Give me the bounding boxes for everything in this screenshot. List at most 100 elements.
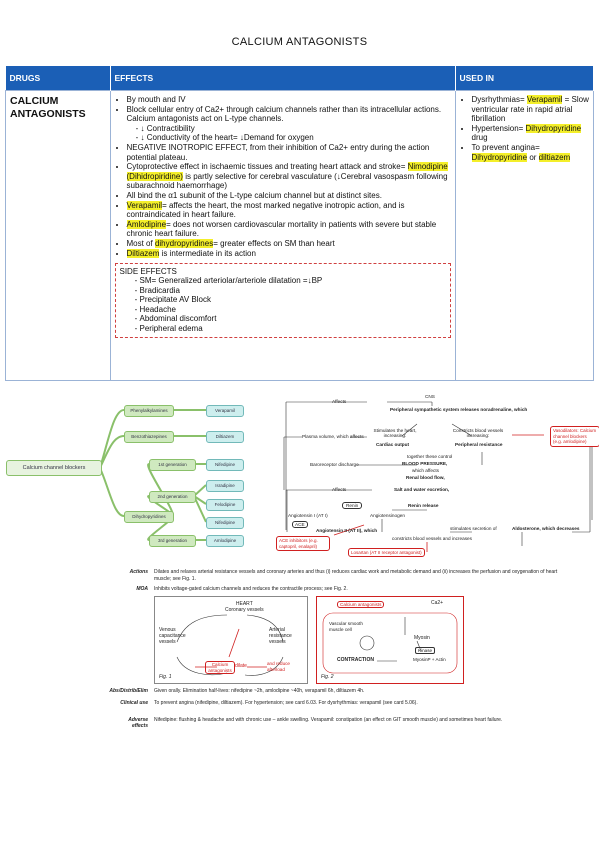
fig1-reduce: and reduce afterload: [267, 661, 290, 672]
fig1-label: Fig. 1: [159, 674, 172, 680]
effect-block: Block cellular entry of Ca2+ through cal…: [127, 105, 451, 143]
effect-amlodipine: Amlodipine= does not worsen cardiovascul…: [126, 219, 451, 239]
raas-bp: BLOOD PRESSURE,: [402, 461, 448, 466]
fig1-calcium-antagonists: Calcium antagonists: [205, 661, 235, 674]
raas-cardiac-output: Cardiac output: [376, 442, 410, 447]
mindmap-drug: Isradipine: [206, 480, 244, 492]
fig1-venous: Venous capacitance vessels: [159, 627, 186, 645]
raas-pss: Peripheral sympathetic system releases n…: [390, 407, 528, 412]
mindmap-generation: 1st generation: [149, 459, 196, 471]
mindmap-class: Phenylalkylamines: [124, 405, 174, 417]
raas-baro: Baroreceptor discharge: [310, 462, 359, 467]
mindmap-drug: Nifedipine: [206, 459, 244, 471]
fig2-vsm: Vascular smooth muscle cell: [329, 621, 363, 632]
effects-cell: By mouth and IV Block cellular entry of …: [109, 90, 456, 381]
mindmap-drug: Verapamil: [206, 405, 244, 417]
highlight-verapamil: Verapamil: [126, 200, 163, 210]
side-effect-item: Peripheral edema: [140, 324, 446, 334]
side-effect-item: SM= Generalized arteriolar/arteriole dil…: [140, 276, 446, 286]
adverse-label: Adverse effects: [128, 717, 148, 729]
use-hypertension: Hypertension= Dihydropyridine drug: [472, 123, 590, 143]
header-drugs: DRUGS: [5, 66, 111, 91]
use-dysrhythmias: Dysrhythmias= Verapamil = Slow ventricul…: [472, 95, 590, 124]
fig2-contraction: CONTRACTION: [337, 657, 374, 663]
raas-renin: Renin: [342, 502, 363, 509]
fig1-arterial: Arterial resistance vessels: [269, 627, 292, 645]
drug-name: CALCIUM ANTAGONISTS: [10, 95, 86, 120]
raas-aldo: Aldosterone, which decreases: [512, 526, 580, 531]
fig2-label: Fig. 2: [321, 674, 334, 680]
raas-renin-release: Renin release: [408, 503, 439, 508]
clinical-text: To prevent angina (nifedipine, diltiazem…: [154, 700, 418, 706]
header-effects: EFFECTS: [110, 66, 456, 91]
mindmap-generation: 3rd generation: [149, 535, 196, 547]
abs-text: Given orally. Elimination half-lives: ni…: [154, 688, 365, 694]
raas-plasma: Plasma volume, which affects: [302, 434, 364, 439]
raas-renal: Renal blood flow,: [406, 475, 445, 480]
raas-affects: Affects: [332, 399, 347, 404]
highlight-amlodipine: Amlodipine: [126, 219, 167, 229]
raas-salt: Salt and water excretion,: [394, 487, 450, 492]
figure-2: Calcium antagonists Ca2+ Vascular smooth…: [316, 596, 464, 684]
raas-ace-inhibitors: ACE inhibitors (e.g. captopril, enalapri…: [276, 536, 330, 551]
clinical-label: Clinical use: [120, 700, 148, 706]
effect-verapamil: Verapamil= affects the heart, the most m…: [126, 200, 451, 220]
raas-stim-sec: stimulates secretion of: [450, 526, 497, 531]
raas-cns: CNS: [425, 394, 435, 399]
effect-alpha1: All bind the α1 subunit of the L-type ca…: [127, 191, 451, 201]
mindmap-class: Benzothiazepines: [124, 431, 174, 443]
raas-together: together these control: [407, 454, 453, 459]
effect-diltiazem: Diltiazem is intermediate in its action: [126, 248, 451, 259]
fig2-myosinp: MyosinP + Actin: [413, 657, 446, 662]
highlight-diltiazem: Diltiazem: [126, 248, 160, 258]
raas-ace: ACE: [292, 521, 308, 528]
mind-map: Calcium channel blockers Phenylalkylamin…: [4, 398, 266, 558]
fig1-dilate: dilate: [235, 663, 247, 669]
mind-map-connectors: [99, 409, 207, 541]
raas-losartan: Losartan (AT II receptor antagonist): [348, 548, 425, 557]
effect-cytoprotective: Cytoprotective effect in ischaemic tissu…: [126, 162, 451, 191]
raas-constricts: Constricts blood vessels increasing:: [452, 428, 504, 438]
raas-angiotensinogen: Angiotensinogen: [370, 513, 405, 518]
raas-affects-2: Affects: [332, 487, 347, 492]
used-in-cell: Dysrhythmias= Verapamil = Slow ventricul…: [454, 90, 594, 381]
mindmap-drug: Diltiazem: [206, 431, 244, 443]
raas-connectors: [283, 401, 593, 552]
side-effects-title: SIDE EFFECTS: [119, 267, 177, 277]
side-effect-item: Abdominal discomfort: [140, 314, 446, 324]
mindmap-generation: 2nd generation: [149, 491, 196, 503]
fig2-calcium-antagonists: Calcium antagonists: [337, 601, 385, 608]
raas-vasodilators: Vasodilators: Calcium channel blockers (…: [550, 426, 599, 447]
effect-conductivity: ↓ Conductivity of the heart= ↓Demand for…: [141, 133, 451, 143]
fig2-myosin: Myosin: [414, 635, 430, 641]
mindmap-drug: Amlodipine: [206, 535, 244, 547]
raas-stimulates: Stimulates the heart, increasing:: [373, 428, 417, 438]
effect-inotropic: NEGATIVE INOTROPIC EFFECT, from their in…: [127, 143, 451, 162]
fig1-arrows: [176, 614, 284, 676]
mindmap-root: Calcium channel blockers: [6, 460, 102, 476]
fig2-kinase: Kinase: [415, 647, 436, 654]
raas-constricts2: constricts blood vessels and increases: [392, 536, 472, 541]
fig2-ca: Ca2+: [431, 600, 444, 606]
actions-label: Actions: [129, 569, 148, 575]
mindmap-drug: Felodipine: [206, 499, 244, 511]
side-effect-item: Precipitate AV Block: [140, 295, 446, 305]
raas-pr: Peripheral resistance: [455, 442, 503, 447]
raas-ang2: Angiotensin II (AT II), which: [316, 528, 378, 533]
use-angina: To prevent angina= Dihydropyridine or di…: [471, 143, 590, 162]
adverse-text: Nifedipine: flushing & headache and with…: [154, 717, 503, 723]
raas-diagram: CNS Affects Peripheral sympathetic syste…: [272, 392, 599, 560]
effect-contractibility: ↓ Contractibility: [141, 124, 451, 134]
header-used-in: USED IN: [455, 66, 594, 91]
drug-table: DRUGS EFFECTS USED IN CALCIUM ANTAGONIST…: [5, 66, 594, 381]
raas-which-affects: which affects: [412, 468, 440, 473]
effect-route: By mouth and IV: [127, 95, 451, 105]
highlight-dihydropyridines: dihydropyridines: [154, 238, 214, 248]
side-effect-item: Bradicardia: [140, 286, 446, 296]
moa-label: MOA: [136, 586, 148, 592]
side-effect-item: Headache: [140, 305, 446, 315]
actions-text: Dilates and relaxes arterial resistance …: [154, 569, 558, 582]
mindmap-class: Dihydropyridines: [124, 511, 174, 523]
